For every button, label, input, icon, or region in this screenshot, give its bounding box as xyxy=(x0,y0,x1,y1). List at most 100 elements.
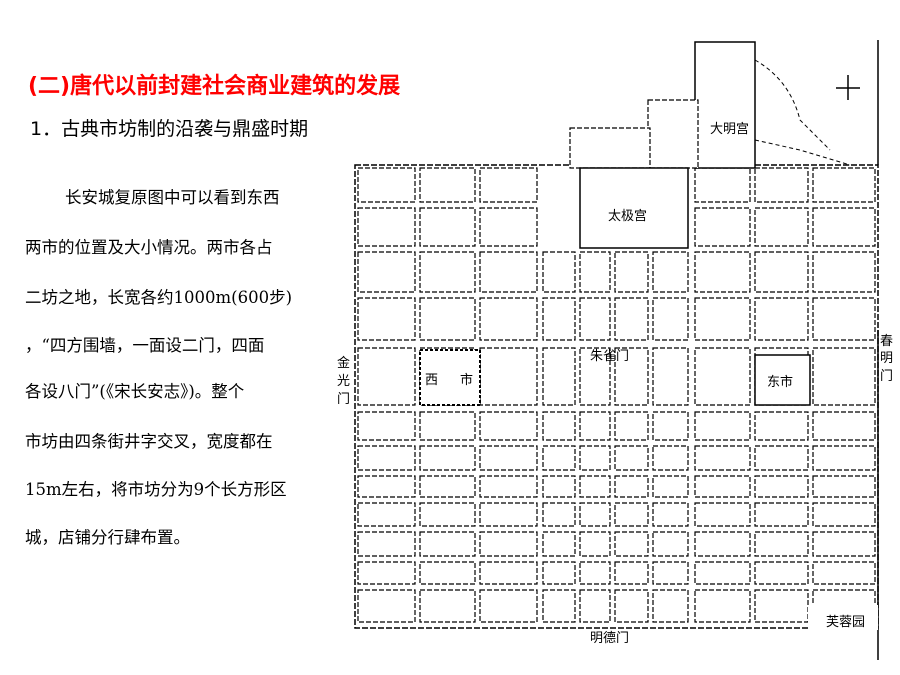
city-blocks xyxy=(354,164,879,629)
city-block xyxy=(419,167,476,203)
city-block xyxy=(694,475,751,498)
city-block xyxy=(812,411,876,441)
city-block xyxy=(754,411,809,441)
city-block xyxy=(652,411,689,441)
city-block xyxy=(579,475,611,498)
city-block xyxy=(579,561,611,585)
city-block xyxy=(652,502,689,527)
city-block xyxy=(694,531,751,557)
city-block xyxy=(694,589,751,623)
city-block xyxy=(694,502,751,527)
city-block xyxy=(479,207,538,247)
city-block xyxy=(614,411,649,441)
west-market-label: 西 xyxy=(425,373,438,388)
compass-icon xyxy=(836,75,860,100)
city-block xyxy=(812,251,876,293)
city-block xyxy=(479,251,538,293)
city-block xyxy=(419,589,476,623)
jinguang-gate-label: 金 xyxy=(337,355,350,371)
city-block xyxy=(357,561,416,585)
city-block xyxy=(652,347,689,406)
paragraph-line: 市坊由四条街井字交叉，宽度都在 xyxy=(25,432,273,451)
city-block xyxy=(812,167,876,203)
city-block xyxy=(419,445,476,471)
city-block xyxy=(357,167,416,203)
furong-garden-label: 芙蓉园 xyxy=(826,615,865,630)
subsection-title: 1．古典市坊制的沿袭与鼎盛时期 xyxy=(30,118,309,140)
zhuque-gate-label: 朱雀门 xyxy=(590,349,629,364)
city-block xyxy=(812,561,876,585)
east-market-label: 东市 xyxy=(767,374,793,390)
city-block xyxy=(694,297,751,341)
city-block xyxy=(542,531,576,557)
city-block xyxy=(614,531,649,557)
city-block xyxy=(614,589,649,623)
city-block xyxy=(614,561,649,585)
city-block xyxy=(479,589,538,623)
palace-annex xyxy=(569,127,651,169)
city-block xyxy=(614,297,649,341)
city-block xyxy=(479,347,538,406)
paragraph-line: 15m左右，将市坊分为9个长方形区 xyxy=(25,480,287,499)
section-title: (二)唐代以前封建社会商业建筑的发展 xyxy=(28,74,401,99)
city-block xyxy=(754,207,809,247)
west-market-label: 市 xyxy=(460,372,473,388)
city-block xyxy=(542,502,576,527)
city-block xyxy=(479,475,538,498)
city-block xyxy=(542,297,576,341)
city-block xyxy=(357,445,416,471)
city-block xyxy=(694,411,751,441)
chunming-gate-label: 春 xyxy=(880,334,893,349)
city-block xyxy=(754,589,809,623)
city-block xyxy=(694,207,751,247)
jinguang-gate-label: 门 xyxy=(337,392,350,407)
taiji-palace-outline xyxy=(579,167,689,249)
city-block xyxy=(754,502,809,527)
city-block xyxy=(542,251,576,293)
daming-palace-label: 大明宫 xyxy=(710,122,749,137)
city-block xyxy=(812,445,876,471)
city-block xyxy=(812,347,876,406)
city-block xyxy=(419,411,476,441)
city-block xyxy=(357,502,416,527)
city-block xyxy=(579,445,611,471)
palace-paths xyxy=(754,59,851,166)
city-block xyxy=(812,531,876,557)
city-block xyxy=(357,411,416,441)
city-block xyxy=(579,347,611,406)
city-block xyxy=(579,589,611,623)
city-block xyxy=(812,207,876,247)
city-block xyxy=(812,475,876,498)
city-block xyxy=(419,207,476,247)
city-block xyxy=(419,251,476,293)
city-block xyxy=(614,251,649,293)
city-block xyxy=(812,502,876,527)
paragraph-line: 二坊之地，长宽各约1000m(600步) xyxy=(25,288,293,307)
city-block xyxy=(357,251,416,293)
city-block xyxy=(357,347,416,406)
city-block xyxy=(542,475,576,498)
city-block xyxy=(542,411,576,441)
city-block xyxy=(694,445,751,471)
city-block xyxy=(614,347,649,406)
city-block xyxy=(479,502,538,527)
city-block xyxy=(694,167,751,203)
city-block xyxy=(754,531,809,557)
city-block xyxy=(357,475,416,498)
city-block xyxy=(479,411,538,441)
paragraph-line: 长安城复原图中可以看到东西 xyxy=(65,188,280,207)
city-block xyxy=(754,475,809,498)
city-block xyxy=(694,561,751,585)
city-block xyxy=(542,589,576,623)
city-block xyxy=(579,411,611,441)
city-block xyxy=(614,502,649,527)
city-block xyxy=(754,251,809,293)
palace-annex xyxy=(647,99,699,169)
chunming-gate-label: 门 xyxy=(880,369,893,384)
city-block xyxy=(652,561,689,585)
city-block xyxy=(542,445,576,471)
east-market-outline xyxy=(754,354,811,406)
city-block xyxy=(419,531,476,557)
city-block xyxy=(479,297,538,341)
